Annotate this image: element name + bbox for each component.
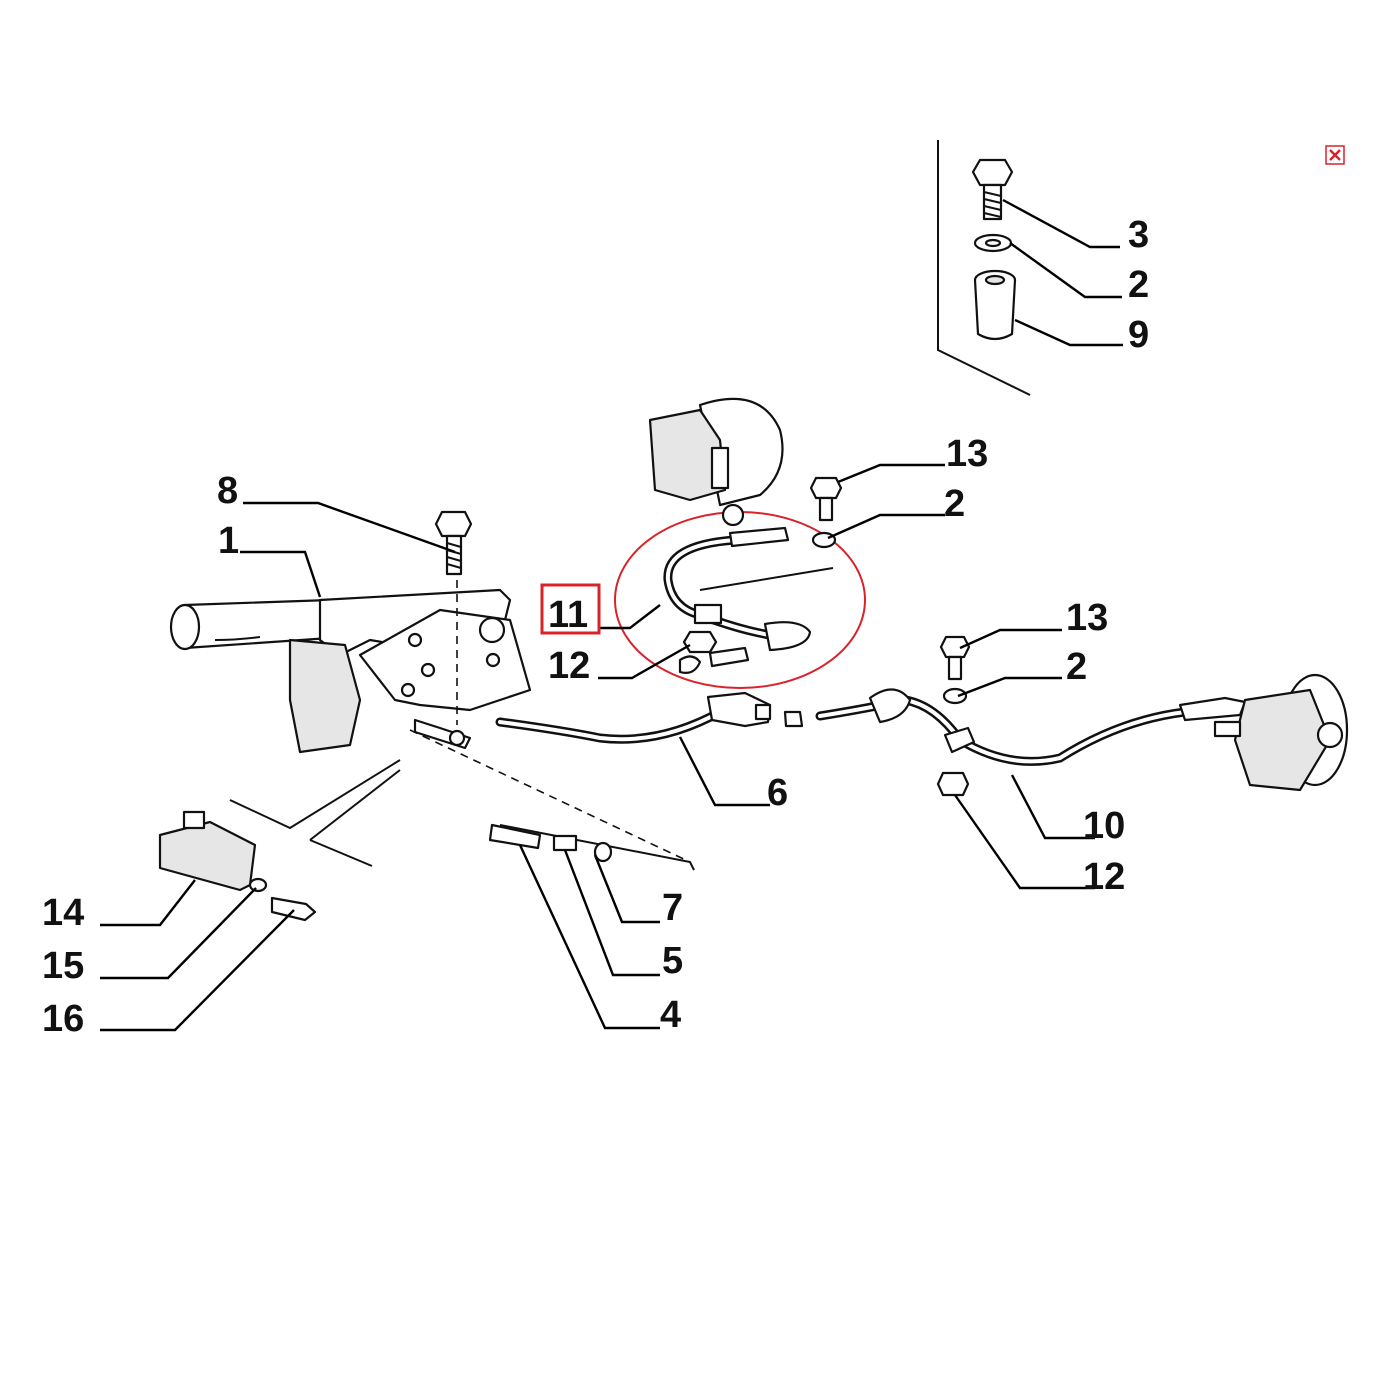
handbrake-lever — [169, 580, 691, 863]
washer-lower — [942, 687, 968, 705]
label-2-upper: 2 — [944, 483, 965, 525]
inset-washer — [973, 233, 1013, 253]
label-16: 16 — [42, 998, 84, 1040]
label-10: 10 — [1083, 805, 1125, 847]
label-2-lower: 2 — [1066, 646, 1087, 688]
label-1: 1 — [218, 520, 239, 562]
label-7: 7 — [662, 887, 683, 929]
part-labels: 3 2 9 13 2 8 1 11 12 13 2 6 10 12 14 15 … — [42, 214, 1149, 1040]
brake-caliper-right — [1213, 673, 1349, 792]
brake-caliper-top — [648, 397, 784, 527]
label-9: 9 — [1128, 314, 1149, 356]
rear-cable — [783, 688, 1247, 766]
bolt-lower — [939, 635, 971, 681]
front-cable — [495, 691, 772, 744]
bolt-upper — [809, 476, 843, 522]
inset-spacer — [973, 269, 1017, 341]
label-12-upper: 12 — [548, 645, 590, 687]
detail-group-left — [158, 759, 401, 922]
label-14: 14 — [42, 892, 84, 934]
label-8: 8 — [217, 470, 238, 512]
detail-group-middle — [488, 823, 695, 871]
inset-frame — [937, 140, 1031, 396]
close-icon[interactable] — [1325, 145, 1345, 165]
leader-lines — [100, 198, 1123, 1032]
label-5: 5 — [662, 940, 683, 982]
label-11: 11 — [548, 594, 588, 636]
label-15: 15 — [42, 945, 84, 987]
label-12-lower: 12 — [1083, 856, 1125, 898]
label-6: 6 — [767, 772, 788, 814]
lever-bolt — [434, 510, 473, 576]
label-3: 3 — [1128, 214, 1149, 256]
label-13-upper: 13 — [946, 433, 988, 475]
nut-upper — [678, 630, 718, 674]
label-13-lower: 13 — [1066, 597, 1108, 639]
label-highlight-box — [540, 583, 601, 635]
highlighted-cable — [614, 511, 866, 689]
nut-lower — [936, 771, 970, 797]
inset-bolt — [971, 158, 1014, 221]
label-2-inset: 2 — [1128, 264, 1149, 306]
label-4: 4 — [660, 994, 681, 1036]
